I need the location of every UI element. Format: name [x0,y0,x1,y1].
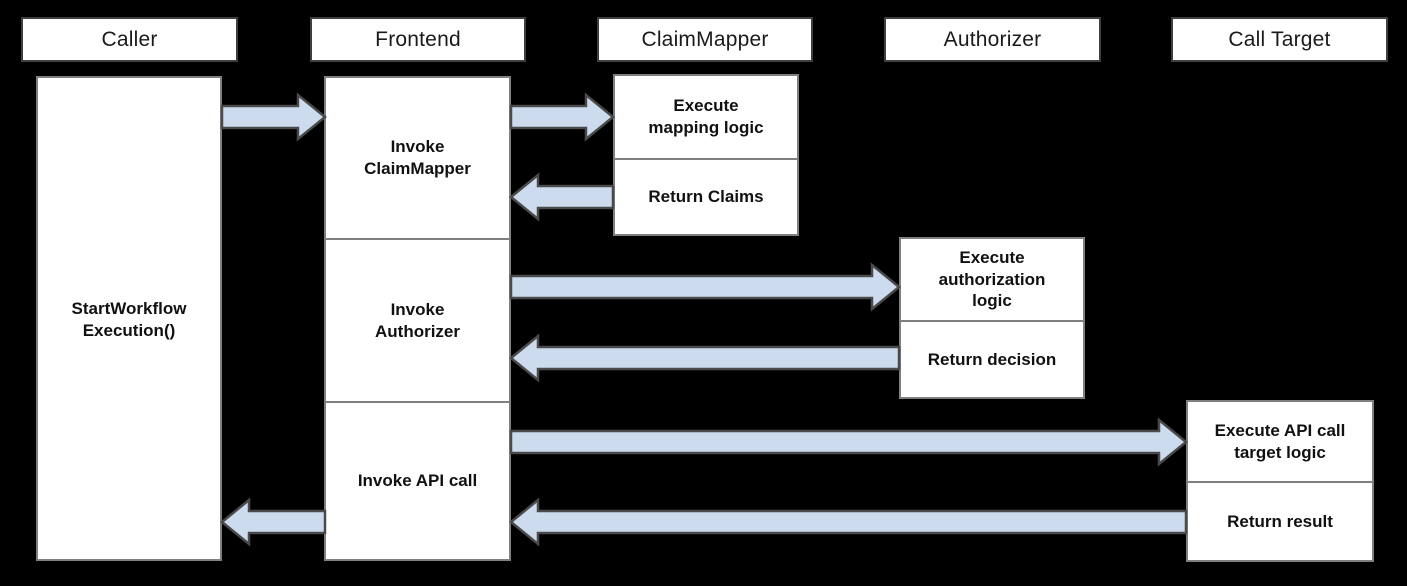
arrow-invoke-claimmapper [509,92,615,142]
activation-frontend: Invoke ClaimMapper Invoke Authorizer Inv… [324,76,511,561]
arrow-return-to-caller [220,497,327,547]
lane-header-frontend-label: Frontend [375,27,461,51]
activation-caller-segment-2-label: StartWorkflow Execution() [71,298,187,340]
activation-authorizer-segment-return-decision-label: Return decision [927,349,1057,369]
activation-caller: StartWorkflow Execution() [36,76,222,561]
lane-header-frontend: Frontend [310,17,526,62]
activation-caller-segment-2: StartWorkflow Execution() [38,238,220,401]
activation-claimmapper: Execute mapping logic Return Claims [613,74,799,236]
activation-calltarget-segment-execute-api-call-target-logic-label: Execute API call target logic [1214,420,1346,462]
activation-caller-segment-1 [38,78,220,238]
activation-claimmapper-segment-return-claims-label: Return Claims [648,187,764,207]
activation-authorizer-segment-return-decision: Return decision [901,320,1083,397]
activation-authorizer-segment-execute-authorization-logic-label: Execute authorization logic [938,247,1046,311]
lane-header-claimmapper: ClaimMapper [597,17,813,62]
lane-header-calltarget: Call Target [1171,17,1388,62]
activation-frontend-segment-invoke-claimmapper: Invoke ClaimMapper [326,78,509,238]
arrow-return-result [509,497,1188,547]
activation-claimmapper-segment-return-claims: Return Claims [615,158,797,234]
activation-authorizer: Execute authorization logic Return decis… [899,237,1085,399]
activation-calltarget-segment-execute-api-call-target-logic: Execute API call target logic [1188,402,1372,481]
activation-caller-segment-3 [38,401,220,559]
activation-frontend-segment-invoke-api-call: Invoke API call [326,401,509,559]
lane-header-authorizer-label: Authorizer [943,27,1042,51]
lane-header-claimmapper-label: ClaimMapper [641,27,769,51]
activation-frontend-segment-invoke-api-call-label: Invoke API call [357,471,478,491]
arrow-return-decision [509,333,901,383]
arrow-return-claims [509,172,615,222]
arrow-invoke-authorizer [509,262,901,312]
activation-calltarget: Execute API call target logic Return res… [1186,400,1374,562]
activation-frontend-segment-invoke-claimmapper-label: Invoke ClaimMapper [364,137,471,178]
activation-frontend-segment-invoke-authorizer: Invoke Authorizer [326,238,509,401]
activation-calltarget-segment-return-result-label: Return result [1227,511,1333,531]
lane-header-caller-label: Caller [101,27,158,51]
lane-header-calltarget-label: Call Target [1228,27,1331,51]
activation-claimmapper-segment-execute-mapping-logic: Execute mapping logic [615,76,797,158]
lane-header-caller: Caller [21,17,238,62]
lane-header-authorizer: Authorizer [884,17,1101,62]
activation-frontend-segment-invoke-authorizer-label: Invoke Authorizer [375,299,460,341]
activation-claimmapper-segment-execute-mapping-logic-label: Execute mapping logic [648,96,764,137]
activation-calltarget-segment-return-result: Return result [1188,481,1372,560]
arrow-invoke-api-call [509,417,1188,467]
arrow-start-workflow-execution [220,92,327,142]
activation-authorizer-segment-execute-authorization-logic: Execute authorization logic [901,239,1083,320]
